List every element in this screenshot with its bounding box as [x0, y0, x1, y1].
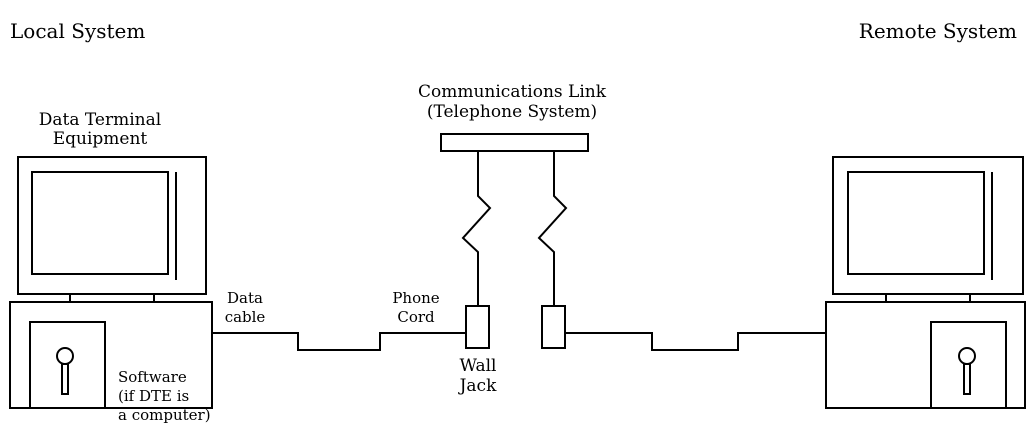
remote-computer	[825, 156, 1026, 409]
phone-cord-label-line1: Phone	[392, 289, 439, 307]
local-wall-jack	[465, 305, 490, 349]
remote-wall-jack	[541, 305, 566, 349]
local-monitor-casing	[17, 156, 207, 295]
software-label-line1: Software	[118, 368, 187, 386]
local-computer	[9, 156, 213, 409]
dte-label-line2: Equipment	[53, 129, 148, 149]
data-cable-label-line2: cable	[225, 308, 266, 326]
wall-jack-label-line2: Jack	[458, 376, 497, 396]
software-label-line3: a computer)	[118, 406, 211, 424]
remote-monitor-screen	[847, 171, 985, 275]
comm-link-label-line1: Communications Link	[418, 82, 607, 102]
local-disk-icon	[56, 347, 74, 395]
remote-monitor-stand	[885, 293, 971, 303]
data-cable-label-line1: Data	[227, 289, 263, 307]
local-monitor-screen	[31, 171, 169, 275]
local-monitor-stand	[69, 293, 155, 303]
wall-jack-label-line1: Wall	[459, 356, 496, 376]
remote-telephone-line	[537, 151, 568, 306]
remote-data-cable	[565, 332, 826, 351]
phone-cord-label-line2: Cord	[397, 308, 435, 326]
telephone-system-bar	[440, 133, 589, 152]
local-data-cable	[212, 332, 466, 351]
comm-link-label-line2: (Telephone System)	[427, 102, 597, 122]
dte-label-line1: Data Terminal	[39, 110, 161, 130]
remote-system-heading: Remote System	[859, 19, 1017, 43]
software-label-line2: (if DTE is	[118, 387, 189, 405]
local-telephone-line	[461, 151, 492, 306]
remote-disk-icon	[958, 347, 976, 395]
local-system-heading: Local System	[10, 19, 145, 43]
